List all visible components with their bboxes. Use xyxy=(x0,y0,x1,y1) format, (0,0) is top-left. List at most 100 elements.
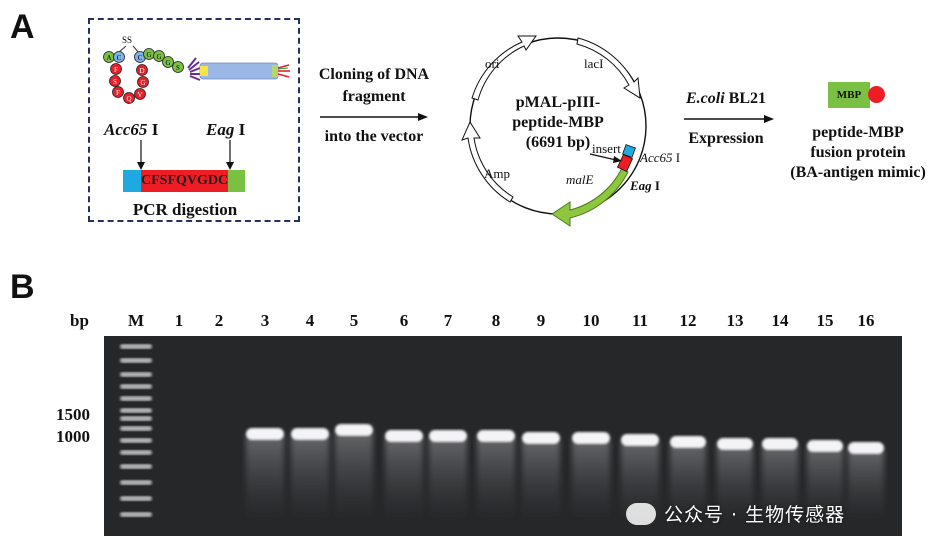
lane-label-m: M xyxy=(127,311,145,330)
phage-body xyxy=(199,62,279,80)
svg-text:D: D xyxy=(139,67,144,75)
plasmid-title-line2: peptide-MBP xyxy=(512,114,604,131)
lane-label-3: 3 xyxy=(260,311,270,330)
plasmid-ori-label: ori xyxy=(485,56,500,71)
expression-arrow xyxy=(684,115,774,123)
svg-text:V: V xyxy=(137,91,142,99)
cloning-text-line3: into the vector xyxy=(324,128,424,145)
ladder-band xyxy=(120,426,152,431)
dna-band xyxy=(670,436,706,448)
dna-fragment-insert: CFSFQVGDC xyxy=(141,170,228,192)
lane-smear xyxy=(429,438,467,520)
lane-smear xyxy=(572,440,610,520)
dna-band xyxy=(335,424,373,436)
ladder-band xyxy=(120,408,152,413)
plasmid-acc65-segment xyxy=(622,144,636,158)
laci-arrow xyxy=(576,37,641,99)
expression-label: Expression xyxy=(688,130,764,147)
lane-label-6: 6 xyxy=(399,311,409,330)
lane-smear xyxy=(385,438,423,520)
lane-label-13: 13 xyxy=(726,311,744,330)
plasmid-amp-label: Amp xyxy=(484,166,510,181)
lane-smear xyxy=(762,446,798,520)
agarose-gel xyxy=(104,336,902,536)
lane-smear xyxy=(477,438,515,520)
ladder-band xyxy=(120,450,152,455)
plasmid-title-line3: (6691 bp) xyxy=(525,134,591,151)
lane-label-10: 10 xyxy=(582,311,600,330)
bead-g2: G xyxy=(153,50,165,62)
lane-label-2: 2 xyxy=(214,311,224,330)
lane-label-4: 4 xyxy=(305,311,315,330)
ladder-band xyxy=(120,438,152,443)
cloning-arrow xyxy=(320,113,428,121)
dna-band xyxy=(522,432,560,444)
svg-text:C: C xyxy=(117,54,122,62)
lane-label-8: 8 xyxy=(491,311,501,330)
plasmid-insert-label: insert xyxy=(592,141,621,156)
bead-c1: C xyxy=(113,51,125,63)
ladder-band xyxy=(120,512,152,517)
bead-g1: G xyxy=(143,48,155,60)
ladder-band xyxy=(120,464,152,469)
bead-loop-s: S xyxy=(109,75,121,87)
bead-c2: C xyxy=(134,51,146,63)
lane-smear xyxy=(717,446,753,520)
lane-label-1: 1 xyxy=(174,311,184,330)
plasmid-title-line1: pMAL-pIII- xyxy=(515,94,601,111)
svg-text:C: C xyxy=(138,54,143,62)
product-text-line2: fusion protein xyxy=(810,144,906,161)
eag-site-label: Eag I xyxy=(206,120,246,139)
lane-label-12: 12 xyxy=(679,311,697,330)
lane-label-11: 11 xyxy=(631,311,649,330)
ladder-band xyxy=(120,372,152,377)
pcr-digestion-caption: PCR digestion xyxy=(132,200,238,219)
lane-label-14: 14 xyxy=(771,311,789,330)
dna-band xyxy=(477,430,515,442)
dna-band xyxy=(429,430,467,442)
peptide-dot xyxy=(868,86,885,103)
plasmid-male-label: malE xyxy=(566,172,594,187)
plasmid-map xyxy=(461,35,647,227)
lane-label-15: 15 xyxy=(816,311,834,330)
bead-a: A xyxy=(103,51,115,63)
ladder-band xyxy=(120,384,152,389)
mbp-box: MBP xyxy=(828,82,870,108)
dna-band xyxy=(807,440,843,452)
plasmid-laci-label: lacI xyxy=(584,56,604,71)
svg-text:G: G xyxy=(140,79,145,87)
plasmid-eag-label: Eag I xyxy=(630,178,660,193)
lane-label-7: 7 xyxy=(443,311,453,330)
dna-band xyxy=(291,428,329,440)
svg-text:A: A xyxy=(106,54,111,62)
lane-smear xyxy=(807,448,843,520)
ori-arrow xyxy=(471,35,537,101)
bead-loop-f2: F xyxy=(112,86,124,98)
dna-band xyxy=(572,432,610,444)
ladder-band xyxy=(120,416,152,421)
lane-smear xyxy=(335,432,373,520)
panel-a-label: A xyxy=(10,8,35,46)
plasmid-acc65-label: Acc65 I xyxy=(640,150,681,165)
dna-fragment-blue-end xyxy=(123,170,141,192)
phage-spikes xyxy=(187,57,201,81)
lane-label-5: 5 xyxy=(349,311,359,330)
peptide-phage-illustration: SS A C C G G G S F S F xyxy=(103,35,290,104)
lane-smear xyxy=(848,450,884,520)
dna-band xyxy=(621,434,659,446)
wechat-icon xyxy=(626,503,656,525)
bead-s: S xyxy=(172,61,184,73)
amp-arrow xyxy=(461,120,514,203)
svg-text:F: F xyxy=(116,89,120,97)
phage-tail xyxy=(277,64,290,78)
svg-text:G: G xyxy=(146,51,151,59)
svg-text:S: S xyxy=(113,78,117,86)
ladder-band xyxy=(120,480,152,485)
lane-smear xyxy=(670,444,706,520)
product-text-line1: peptide-MBP xyxy=(812,124,904,141)
dna-band xyxy=(848,442,884,454)
bead-loop-v: V xyxy=(134,88,146,100)
ladder-band xyxy=(120,358,152,363)
lane-smear xyxy=(291,436,329,520)
panel-b-label: B xyxy=(10,268,35,306)
